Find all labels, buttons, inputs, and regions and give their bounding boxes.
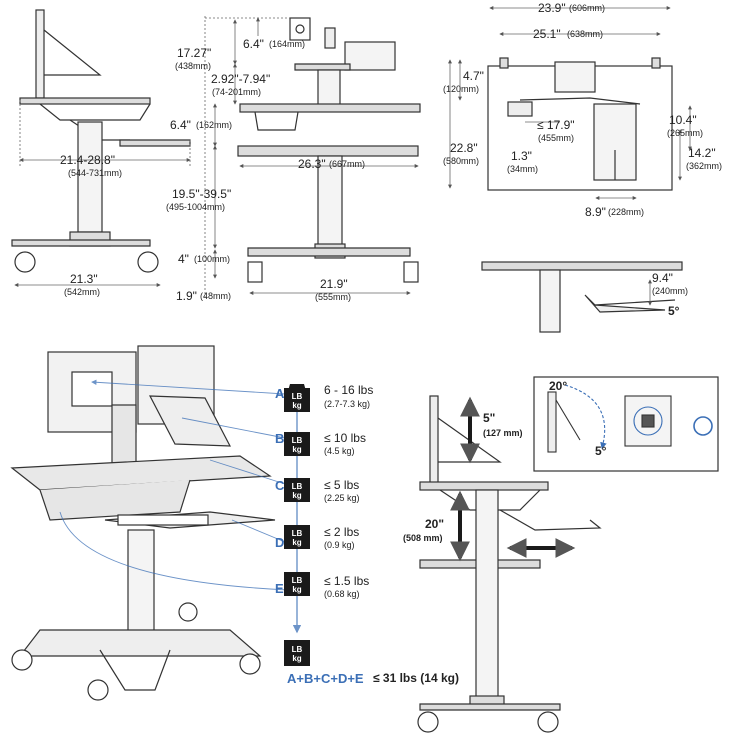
side-view-dims [14,100,191,287]
tray-tilt-label: 5° [668,304,680,318]
monitor-travel-metric: (127 mm) [483,428,523,438]
tray-depth-b-label: 14.2" [688,146,716,160]
side-base-label: 21.3" [70,272,98,286]
worksurface-width-label: 26.3" [298,157,326,171]
edge-offset-metric: (34mm) [507,164,538,174]
weight-b-metric: (4.5 kg) [324,446,355,456]
front-view-drawing [237,17,421,283]
top-depth-metric: (580mm) [443,156,480,166]
weight-letter-b: B [275,431,285,446]
side-depth-metric: (544-731mm) [68,168,123,178]
lift-travel-metric: (508 mm) [403,533,443,543]
base-width-label: 21.9" [320,277,348,291]
cart-perspective-drawing [10,345,276,701]
weight-letter-a: A [275,386,285,401]
top-view-dims [448,6,692,200]
tray-width-metric: (455mm) [538,133,575,143]
weight-d-metric: (0.9 kg) [324,540,355,550]
monitor-height-label: 17.27" [177,46,212,60]
tray-depth-a-label: 10.4" [669,113,697,127]
base-width-metric: (555mm) [315,292,352,302]
height-range-label: 19.5"-39.5" [172,187,232,201]
motion-arrows [450,396,576,562]
monitor-offset-label: 6.4" [243,37,264,51]
keyboard-drop-label: 6.4" [170,118,191,132]
tray-detail-drawing [481,261,683,333]
monitor-height-metric: (438mm) [175,61,212,71]
weight-e-label: ≤ 1.5 lbs [324,574,370,588]
tray-width-label: ≤ 17.9" [537,118,575,132]
height-range-metric: (495-1004mm) [166,202,226,212]
lift-travel-label: 20" [425,517,445,531]
total-value: ≤ 31 lbs (14 kg) [373,671,459,685]
caster-height-metric: (100mm) [194,254,231,264]
weight-letter-d: D [275,535,285,550]
top-offset-label: 4.7" [463,69,484,83]
top-width-label: 23.9" [538,1,566,15]
side-depth-label: 21.4-28.8" [60,153,115,167]
tray-offset-metric: (228mm) [608,207,645,217]
weight-c-metric: (2.25 kg) [324,493,360,503]
tilt-angle-label: 20° [549,379,568,393]
tray-drop-metric: (240mm) [652,286,689,296]
weight-letter-e: E [275,581,284,596]
caster-height-label: 4" [178,252,189,266]
tilt-inset-drawing [547,384,713,453]
tilt-back-label: 5° [595,444,607,458]
floor-clearance-label: 1.9" [176,289,197,303]
cart-motion-drawing [417,376,719,733]
tray-depth-a-metric: (265mm) [667,128,704,138]
front-view-dims [204,16,419,300]
tray-drop-label: 9.4" [652,271,673,285]
worksurface-width-metric: (667mm) [329,159,366,169]
side-base-metric: (542mm) [64,287,101,297]
monitor-adjust-label: 2.92"-7.94" [211,72,271,86]
top-width-metric: (606mm) [569,3,606,13]
monitor-adjust-metric: (74-201mm) [212,87,262,97]
top-view-drawing [487,57,673,191]
total-formula: A+B+C+D+E [287,671,364,686]
weight-a-metric: (2.7-7.3 kg) [324,399,371,409]
tray-depth-b-metric: (362mm) [686,161,723,171]
monitor-travel-label: 5" [483,411,496,425]
top-depth-label: 22.8" [450,141,478,155]
keyboard-drop-metric: (162mm) [196,120,233,130]
weight-e-metric: (0.68 kg) [324,589,360,599]
weight-a-label: 6 - 16 lbs [324,383,374,397]
top-offset-metric: (120mm) [443,84,480,94]
edge-offset-label: 1.3" [511,149,532,163]
top-inner-width-metric: (638mm) [567,29,604,39]
weight-letter-c: C [275,478,285,493]
tray-offset-label: 8.9" [585,205,606,219]
top-inner-width-label: 25.1" [533,27,561,41]
floor-clearance-metric: (48mm) [200,291,231,301]
monitor-offset-metric: (164mm) [269,39,306,49]
weight-b-label: ≤ 10 lbs [324,431,366,445]
weight-c-label: ≤ 5 lbs [324,478,360,492]
weight-icons [284,384,310,666]
side-view-drawing [11,9,191,273]
weight-d-label: ≤ 2 lbs [324,525,360,539]
